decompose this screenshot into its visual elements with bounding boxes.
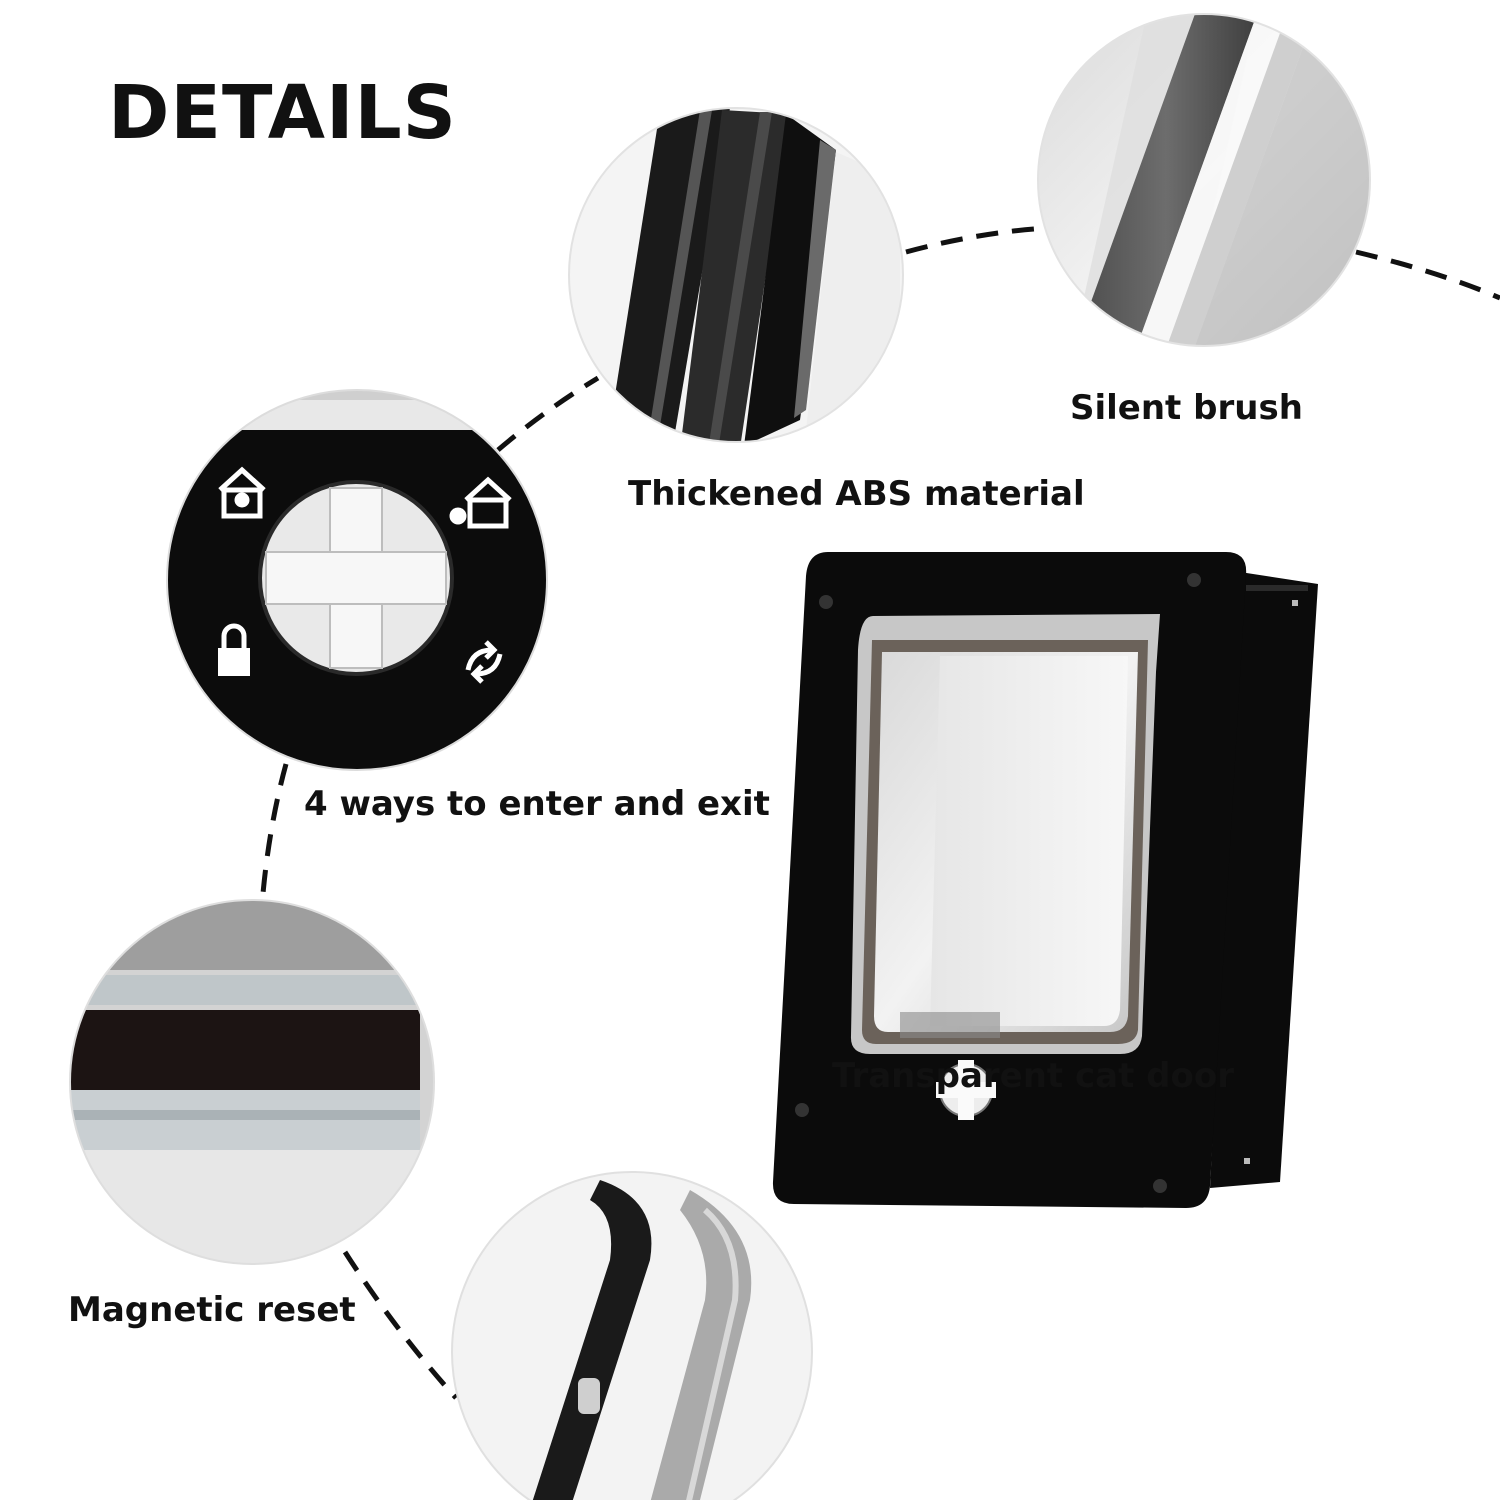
feature-label-transparent-door: Transparent cat door (832, 1056, 1235, 1096)
detail-circle-locking-dial (167, 390, 547, 770)
detail-circle-transparent-flap (452, 1172, 812, 1500)
connector-abs-brush (905, 225, 1049, 255)
cat-door-product (772, 552, 1318, 1208)
feature-label-four-ways: 4 ways to enter and exit (304, 784, 770, 824)
page-title: DETAILS (108, 70, 457, 156)
padlock-icon (218, 623, 250, 676)
connector-ways-magnet (259, 763, 289, 906)
feature-label-magnetic-reset: Magnetic reset (68, 1290, 356, 1330)
feature-label-abs-material: Thickened ABS material (628, 474, 1085, 514)
connector-magnet-transparent (342, 1250, 458, 1400)
dashed-connectors (259, 225, 1500, 1400)
connector-ways-abs (496, 375, 600, 452)
detail-circle-abs (569, 108, 903, 442)
detail-circle-magnet (70, 900, 434, 1264)
connector-brush-right (1355, 249, 1500, 301)
cat-out-house-icon (449, 476, 512, 529)
detail-circle-brush (1038, 14, 1370, 346)
cat-in-house-icon (218, 466, 266, 519)
feature-label-silent-brush: Silent brush (1070, 388, 1303, 428)
rotate-arrows-icon (465, 640, 503, 684)
